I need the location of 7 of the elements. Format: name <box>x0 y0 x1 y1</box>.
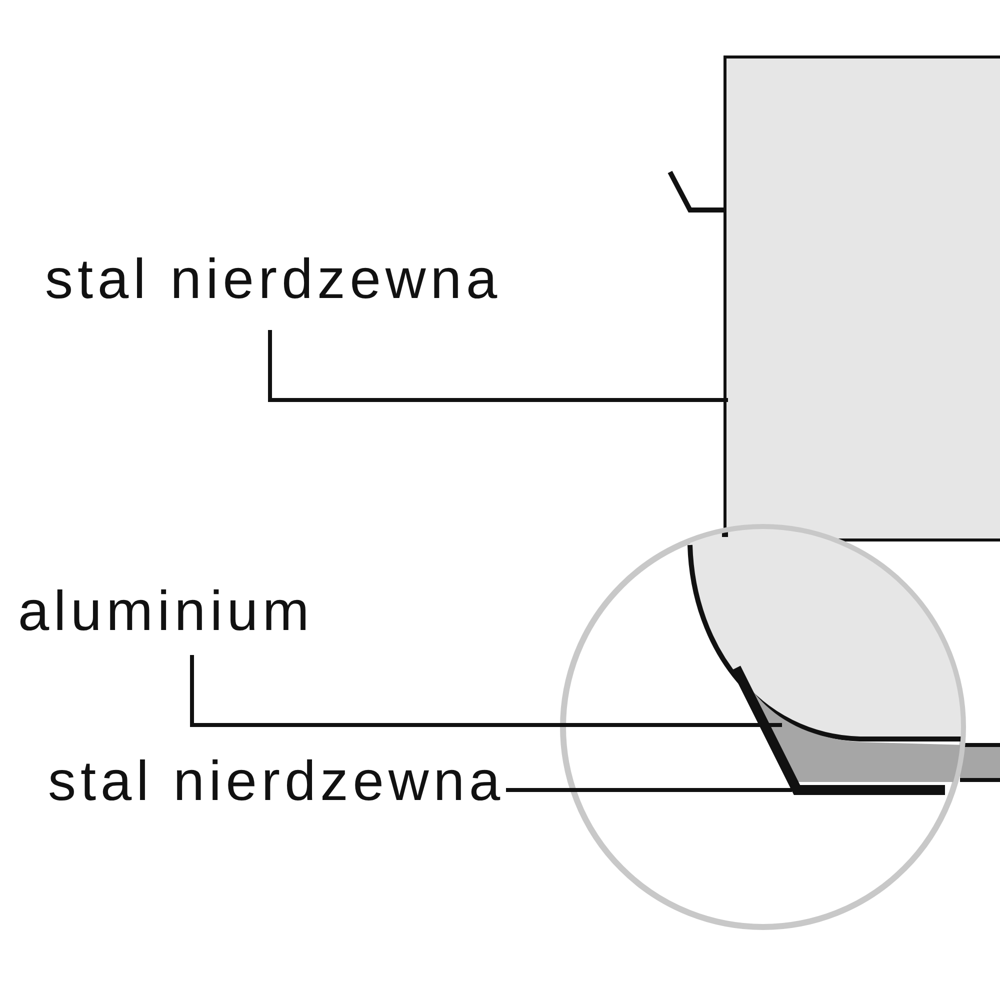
part-label: stal nierdzewna <box>45 248 505 310</box>
leader-line <box>190 655 782 727</box>
part-label: aluminium <box>18 580 333 642</box>
leader-line <box>268 330 728 402</box>
leader-line <box>506 788 792 792</box>
steel-bottom-layer <box>732 666 945 795</box>
part-label: stal nierdzewna <box>48 750 506 812</box>
